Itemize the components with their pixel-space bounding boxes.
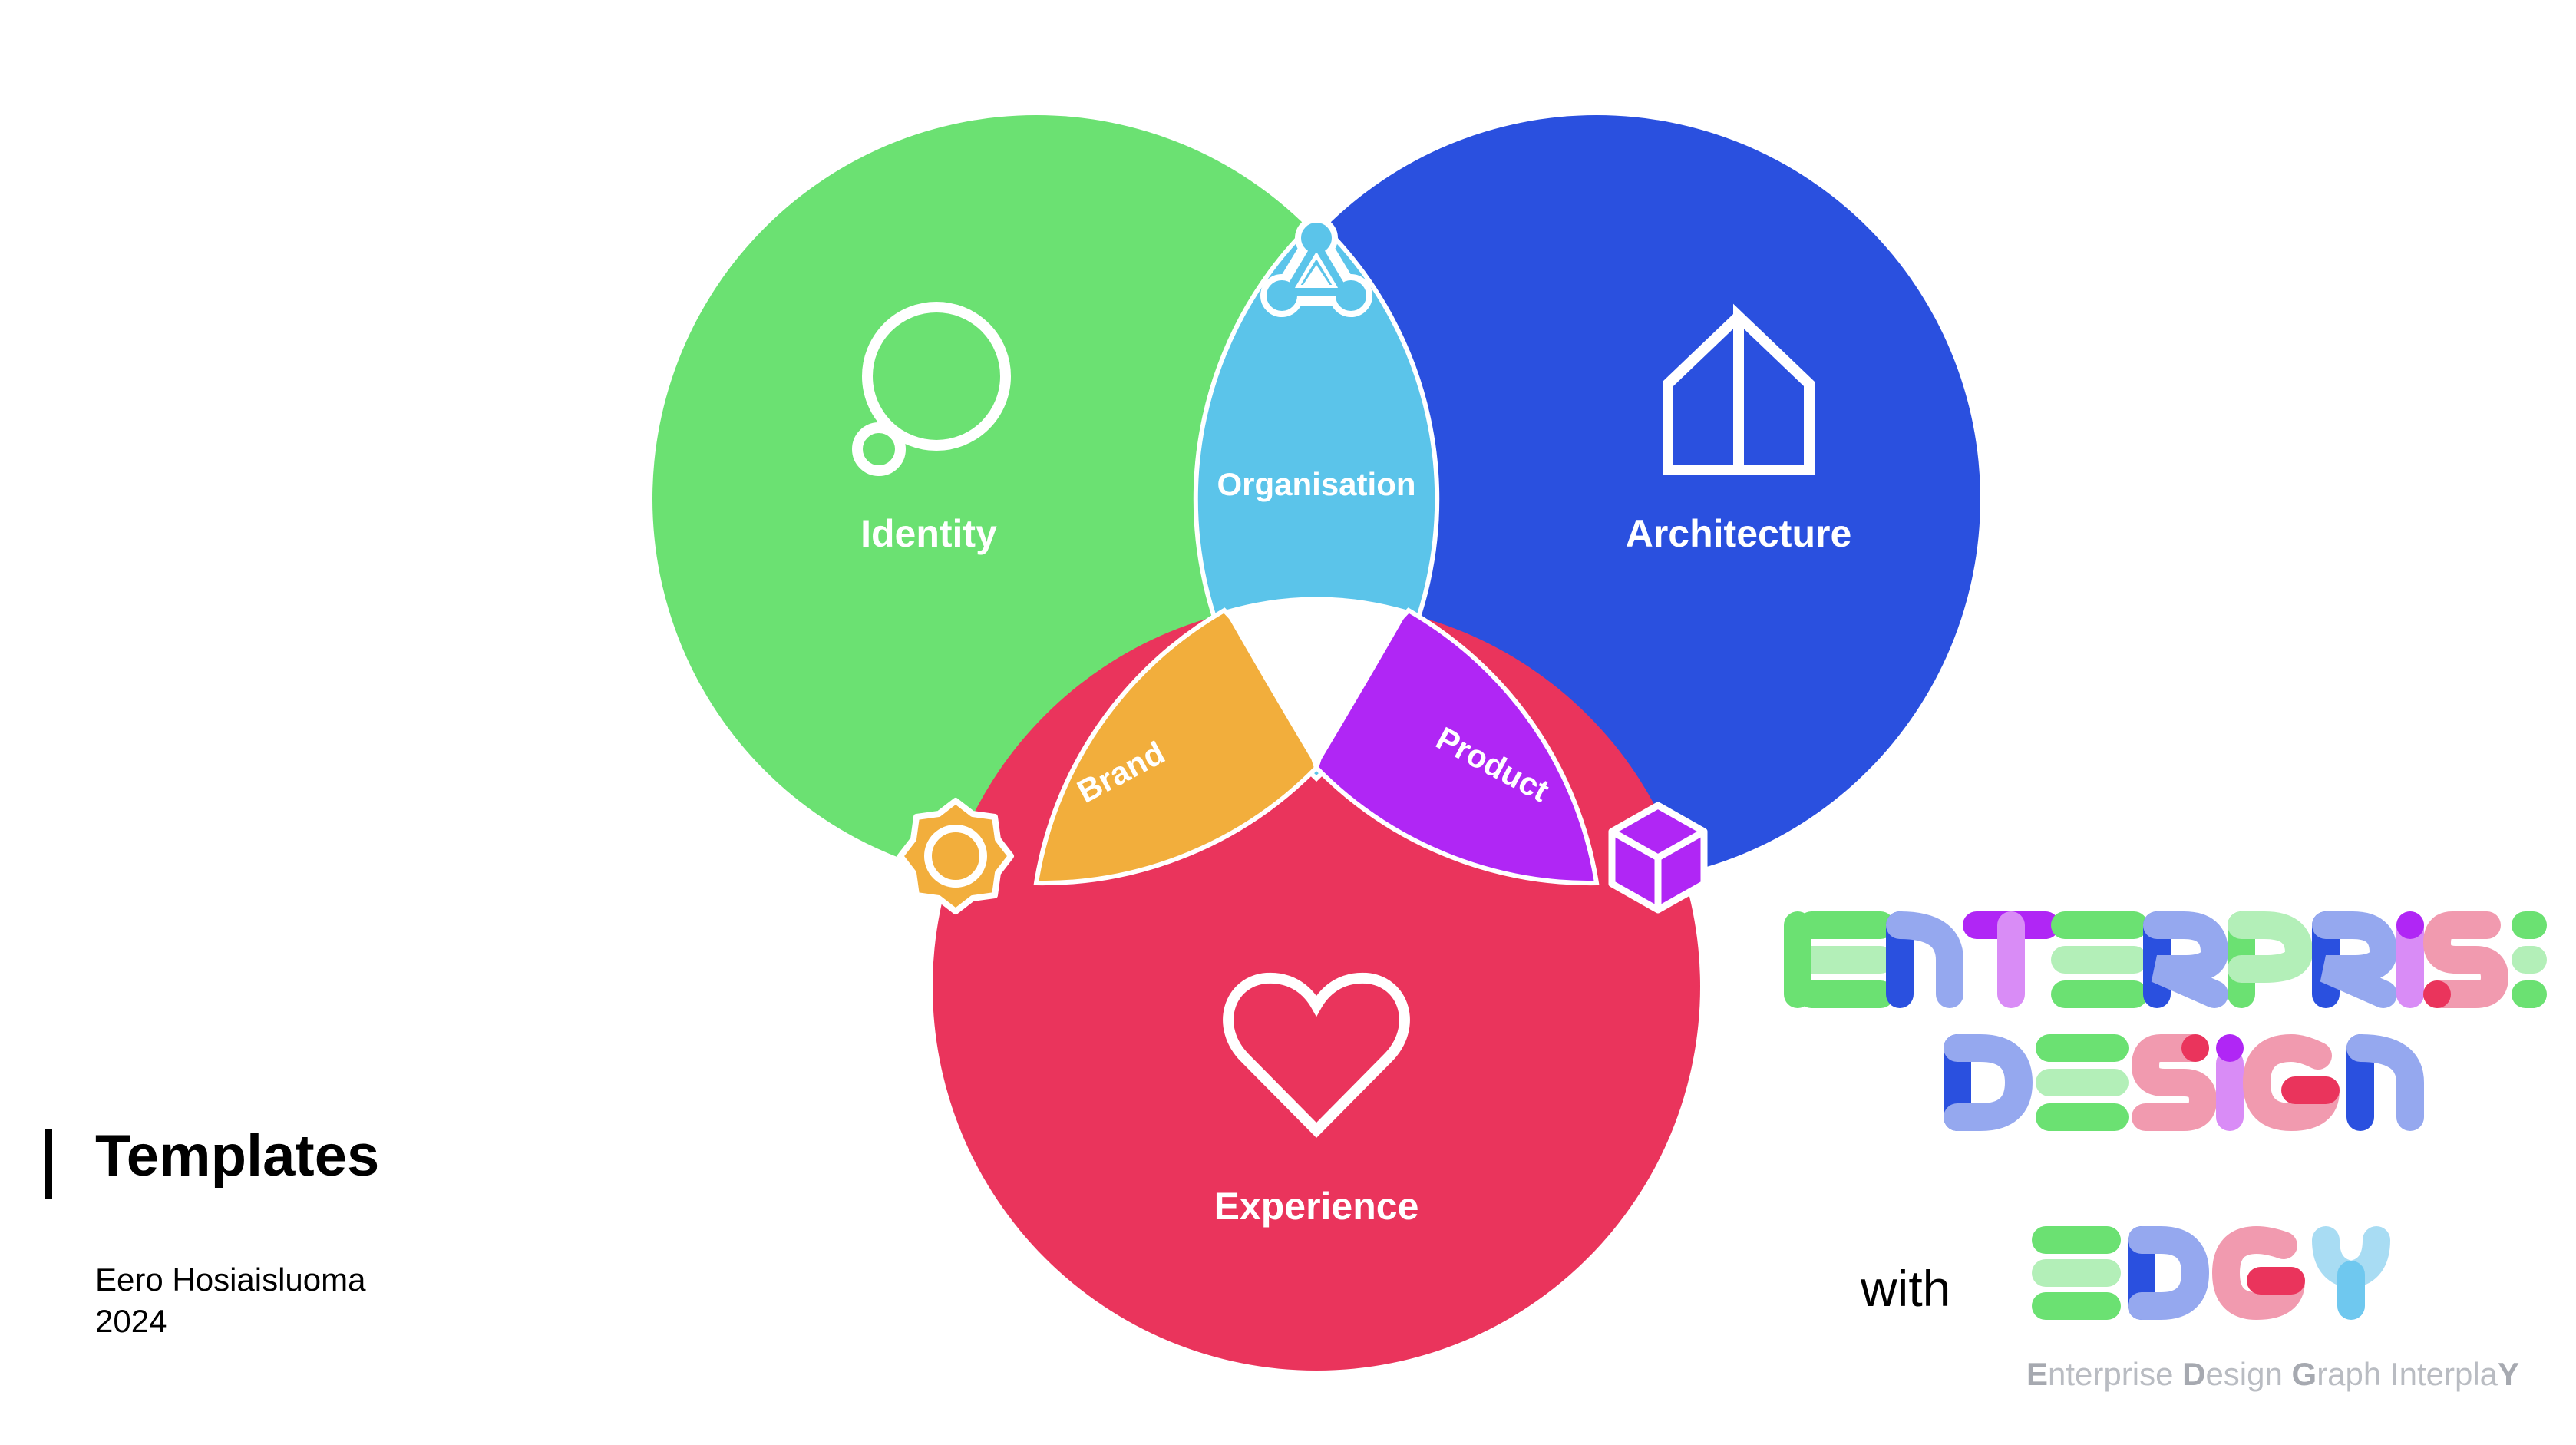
- experience-label: Experience: [1214, 1185, 1419, 1228]
- page-title: Templates: [95, 1123, 380, 1189]
- edgy-tagline: Enterprise Design Graph InterplaY: [2026, 1356, 2519, 1393]
- identity-label: Identity: [860, 512, 997, 555]
- thought-bubble-icon: [852, 302, 1011, 476]
- tagline-part: D: [2182, 1356, 2206, 1392]
- author-name: Eero Hosiaisluoma: [95, 1261, 366, 1298]
- with-label: with: [1861, 1260, 1951, 1317]
- network-triangle-icon: [1260, 217, 1372, 317]
- center-region: [1224, 597, 1409, 768]
- tagline-part: raph Interpla: [2317, 1356, 2498, 1392]
- tagline-part: G: [2291, 1356, 2317, 1392]
- tagline-part: Y: [2498, 1356, 2520, 1392]
- sun-gear-icon: [897, 798, 1014, 914]
- tagline-part: esign: [2205, 1356, 2292, 1392]
- house-icon: [1663, 303, 1815, 475]
- organisation-label: Organisation: [1217, 466, 1415, 502]
- title-accent-bar: [45, 1129, 52, 1199]
- architecture-label: Architecture: [1626, 512, 1852, 555]
- tagline-part: E: [2026, 1356, 2049, 1392]
- heart-icon: [1223, 972, 1410, 1138]
- author-block: Eero Hosiaisluoma 2024: [95, 1259, 366, 1342]
- tagline-part: nterprise: [2048, 1356, 2183, 1392]
- author-year: 2024: [95, 1303, 167, 1339]
- cube-icon: [1608, 802, 1708, 914]
